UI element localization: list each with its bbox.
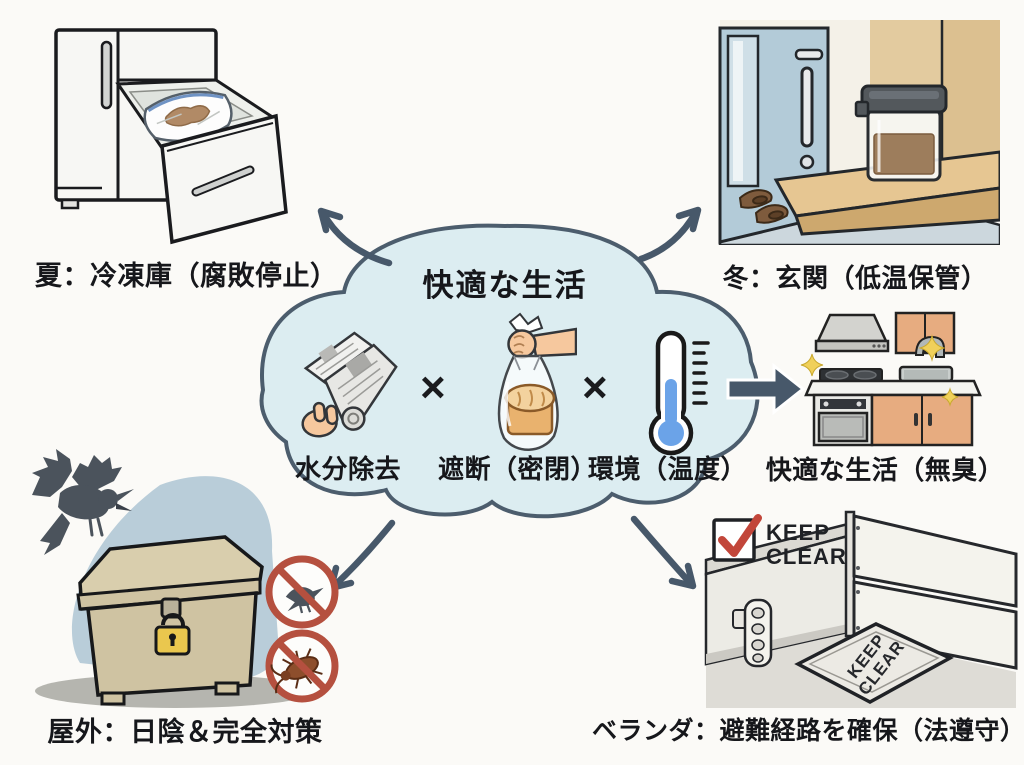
- balcony-hatch-icon: KEEP CLEAR KEEP CLEAR: [704, 510, 1018, 708]
- storage-container-icon: [854, 84, 948, 182]
- label-summer-freezer: 夏：冷凍庫（腐敗停止）: [35, 261, 338, 291]
- badge-text-line1: KEEP: [766, 520, 830, 545]
- arrow-bottom-right: [630, 515, 697, 590]
- thermometer-ticks: [692, 341, 710, 405]
- crow-locked-box-icon: [32, 449, 339, 708]
- bread-loaf-icon: [504, 383, 556, 436]
- label-outdoor-measures: 屋外：日陰＆完全対策: [47, 717, 323, 747]
- hatch-panel-lower: [852, 580, 1018, 670]
- range-hood-icon: [816, 313, 888, 343]
- bread-bag-icon: [497, 312, 577, 451]
- door-lock: [799, 154, 815, 170]
- label-balcony-evacuation: ベランダ：避難経路を確保（法遵守）: [592, 717, 1024, 745]
- freezer-drawer-icon: [54, 28, 288, 245]
- arm-icon: [530, 327, 577, 358]
- factor-label-seal: 遮断（密閉）: [438, 454, 598, 484]
- door-handle-top: [794, 48, 824, 61]
- label-result-odorless: 快適な生活（無臭）: [765, 455, 1005, 485]
- entryway-container-icon: [718, 20, 1000, 245]
- no-crow-icon: [265, 555, 339, 629]
- label-winter-entryway: 冬：玄関（低温保管）: [722, 263, 988, 293]
- crow-icon: [32, 449, 134, 555]
- factor-label-moisture: 水分除去: [294, 454, 401, 484]
- multiply-symbol-2: ×: [582, 363, 608, 412]
- ziplock-bag-icon: [143, 90, 233, 143]
- shoes-icon: [738, 189, 789, 224]
- multiply-symbol-1: ×: [420, 363, 446, 412]
- cloud-title: 快適な生活: [422, 268, 588, 303]
- no-roach-icon: [265, 629, 339, 703]
- clean-kitchen-icon: [800, 311, 982, 447]
- hatch-panel-upper: [852, 514, 1018, 608]
- arrow-to-result: [726, 362, 806, 416]
- newspaper-icon: [301, 331, 398, 438]
- arrow-top-right: [637, 206, 702, 263]
- padlock-icon: [154, 613, 191, 656]
- sparkle-icon: [800, 334, 959, 407]
- wall-hinge-icon: [732, 598, 773, 668]
- check-box-icon: [712, 514, 762, 562]
- factor-label-temperature: 環境（温度）: [588, 454, 748, 484]
- door-handle: [800, 66, 814, 148]
- storage-box-icon: [76, 535, 264, 706]
- badge-text-line2: CLEAR: [766, 544, 847, 569]
- arrow-top-left: [317, 207, 393, 267]
- thermometer-icon: [648, 330, 710, 456]
